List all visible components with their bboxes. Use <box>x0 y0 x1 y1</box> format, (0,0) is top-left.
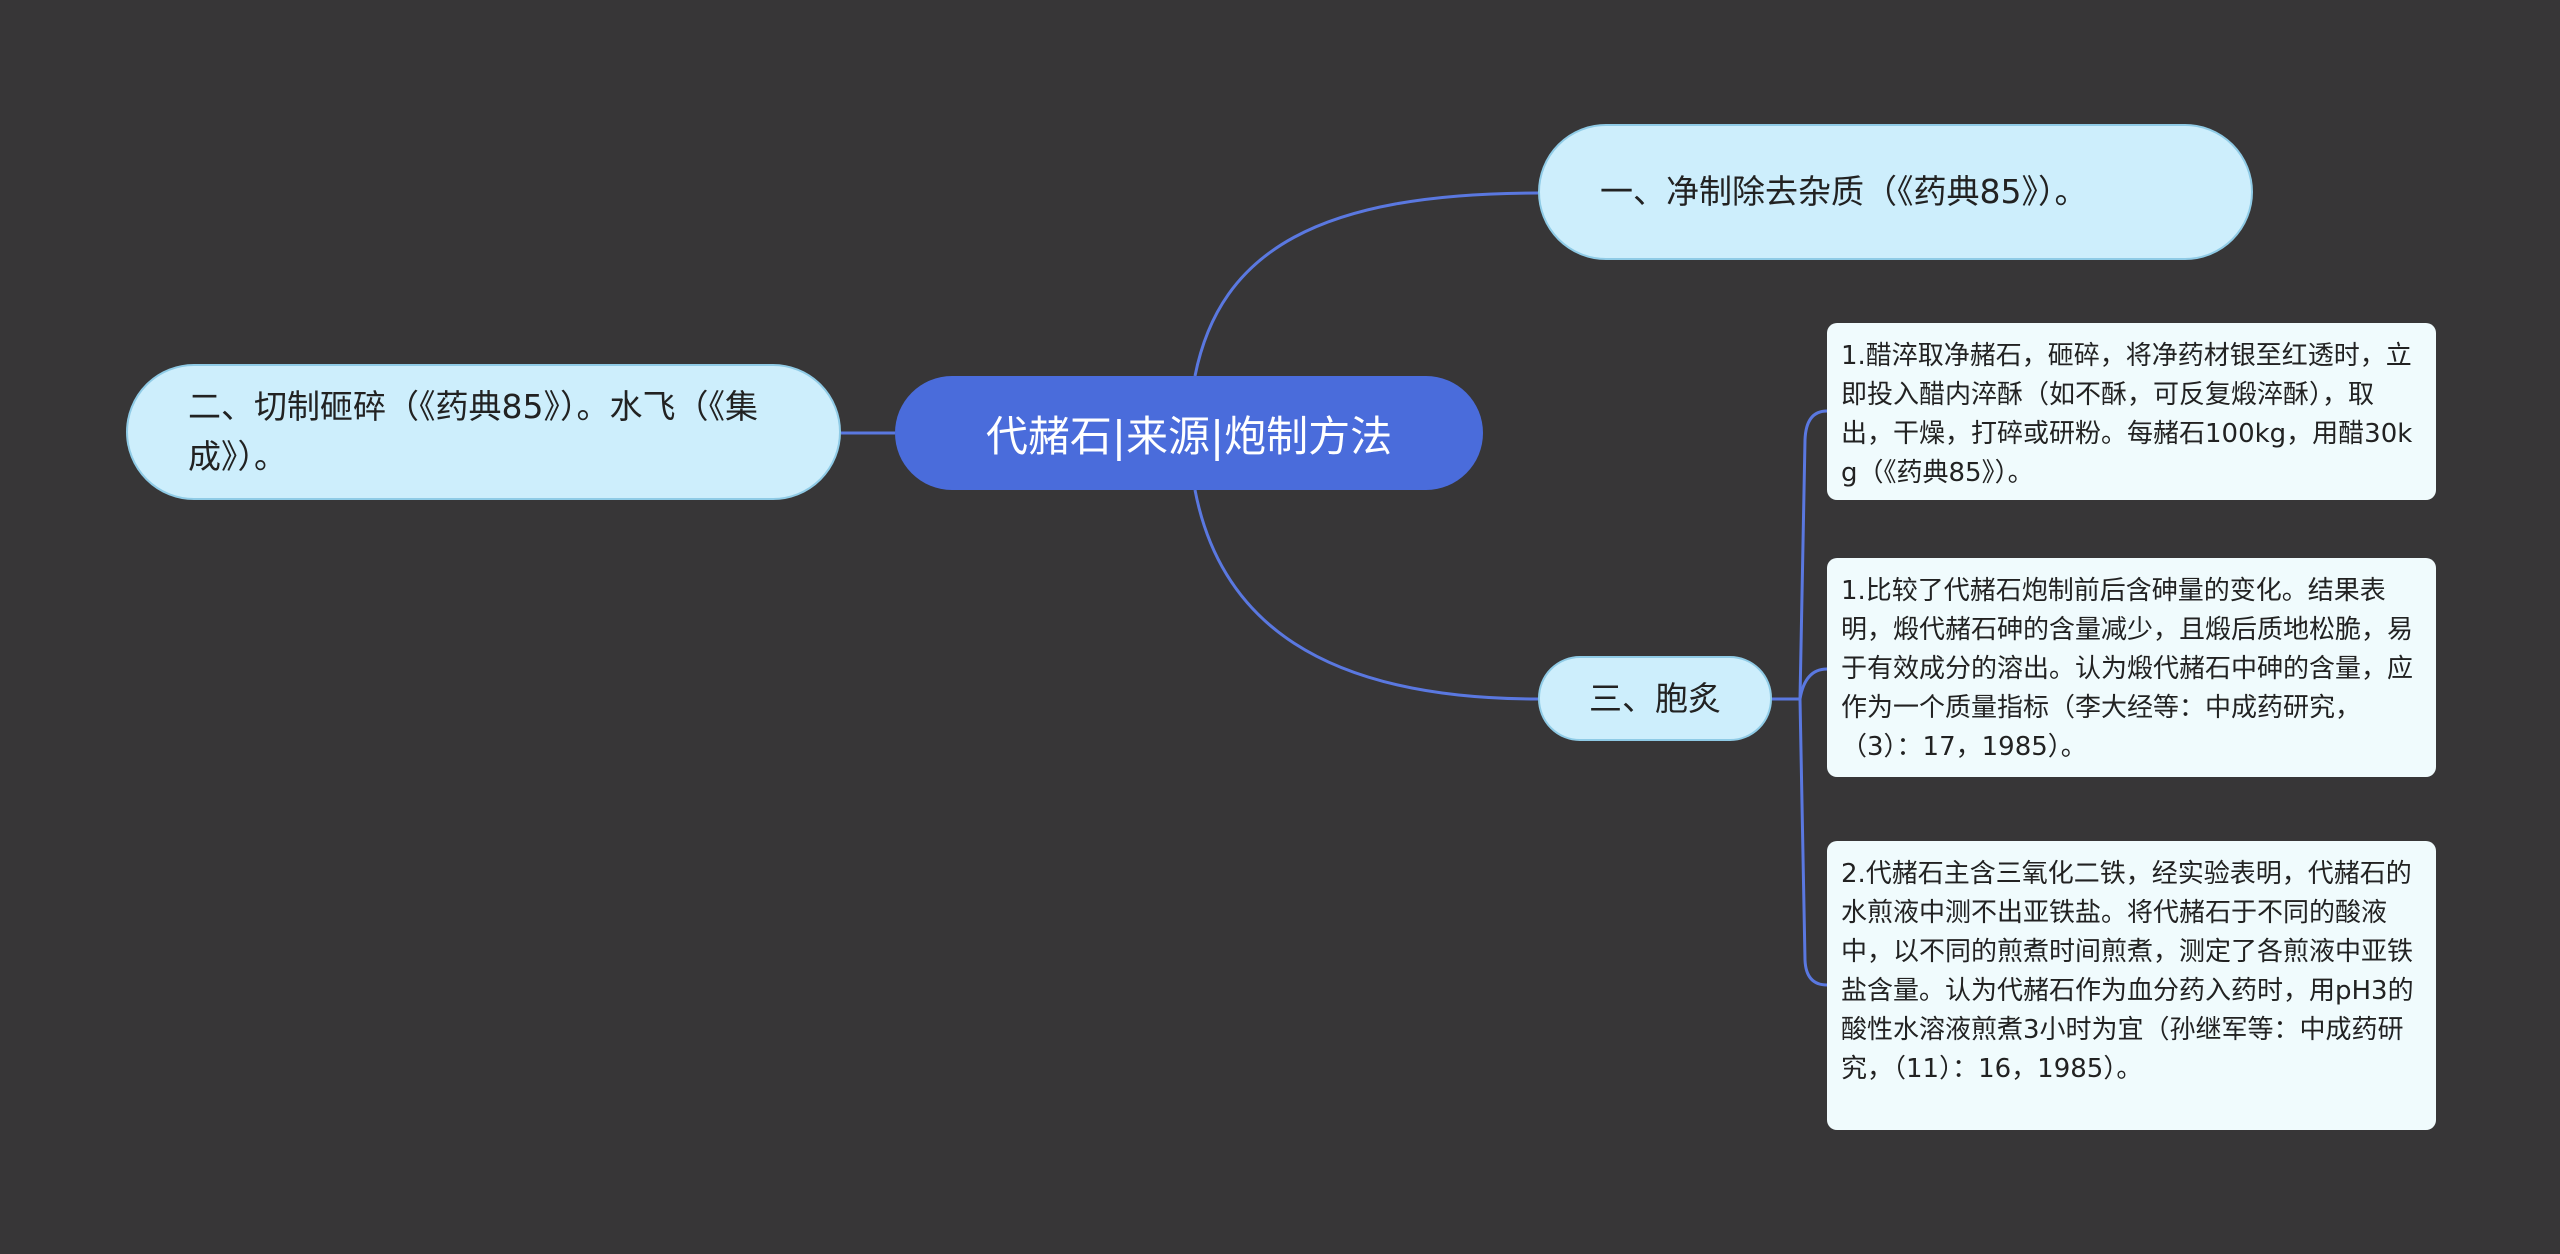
leaf-text: 1.醋淬取净赭石，砸碎，将净药材银至红透时，立即投入醋内淬酥（如不酥，可反复煅淬… <box>1841 341 2413 488</box>
link-leaf1 <box>1798 409 1828 700</box>
branch-label: 三、胞炙 <box>1589 678 1721 718</box>
leaf-text: 1.比较了代赭石炮制前后含砷量的变化。结果表明，煅代赭石砷的含量减少，且煅后质地… <box>1841 576 2414 762</box>
branch-node-2[interactable]: 二、切制砸碎（《药典85》）。水飞（《集成》）。 <box>126 364 841 500</box>
branch-node-1[interactable]: 一、净制除去杂质（《药典85》）。 <box>1538 124 2253 260</box>
root-node[interactable]: 代赭石|来源|炮制方法 <box>895 376 1483 490</box>
leaf-node-1[interactable]: 1.醋淬取净赭石，砸碎，将净药材银至红透时，立即投入醋内淬酥（如不酥，可反复煅淬… <box>1827 323 2436 500</box>
branch-node-3[interactable]: 三、胞炙 <box>1538 656 1772 741</box>
link-root-branch3 <box>1193 489 1539 701</box>
root-label: 代赭石|来源|炮制方法 <box>985 411 1393 461</box>
link-leaf3 <box>1798 698 1828 987</box>
leaf-text: 2.代赭石主含三氧化二铁，经实验表明，代赭石的水煎液中测不出亚铁盐。将代赭石于不… <box>1841 859 2414 1084</box>
link-leaf2 <box>1798 667 1828 700</box>
link-root-branch1 <box>1193 191 1539 377</box>
branch-label: 一、净制除去杂质（《药典85》）。 <box>1600 172 2088 211</box>
leaf-node-2[interactable]: 1.比较了代赭石炮制前后含砷量的变化。结果表明，煅代赭石砷的含量减少，且煅后质地… <box>1827 558 2436 777</box>
branch-label: 二、切制砸碎（《药典85》）。水飞（《集成》）。 <box>188 387 758 476</box>
leaf-node-3[interactable]: 2.代赭石主含三氧化二铁，经实验表明，代赭石的水煎液中测不出亚铁盐。将代赭石于不… <box>1827 841 2436 1130</box>
